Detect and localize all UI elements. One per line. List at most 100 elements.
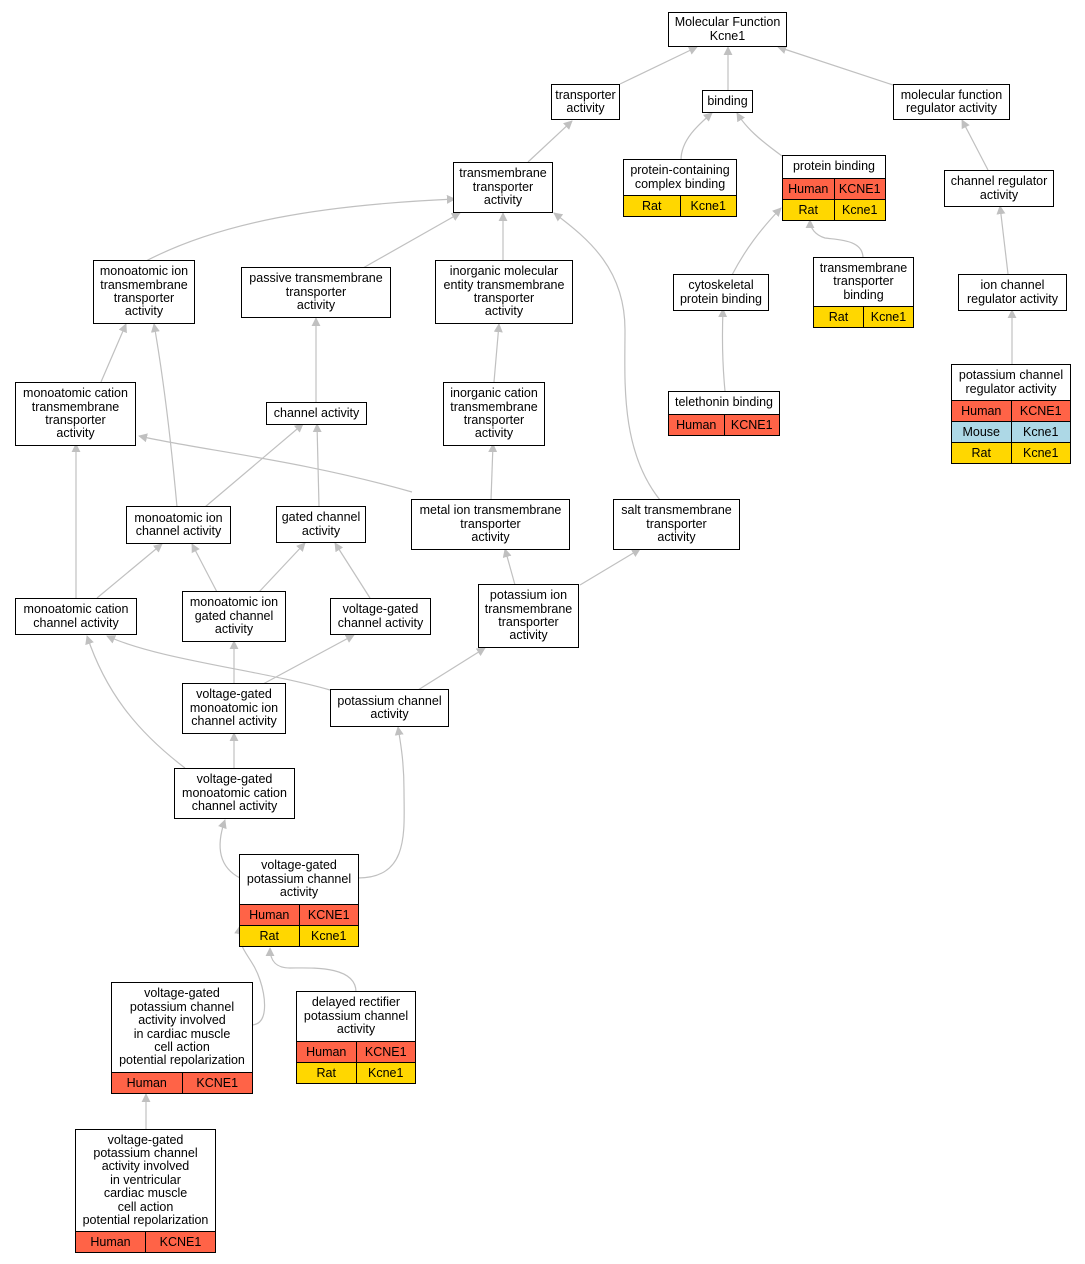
edge-kch-monocatch	[106, 635, 331, 691]
node-label: telethonin binding	[675, 395, 773, 410]
species-row-rat: Rat Kcne1	[814, 306, 913, 327]
node-label: protein binding	[792, 159, 875, 174]
edge-mfreg-mf	[777, 45, 894, 86]
gene-name: KCNE1	[723, 415, 780, 435]
edge-vgmono-vg	[262, 634, 355, 685]
node-voltage-gated-potassium-channel-activity-cardiac[interactable]: voltage-gated potassium channel activity…	[111, 982, 253, 1094]
node-label: potassium ion transmembrane transporter …	[484, 588, 573, 643]
edge-vgk-vgmonocat	[218, 819, 241, 879]
edge-delayed-vgk	[265, 947, 357, 993]
node-cytoskeletal-protein-binding[interactable]: cytoskeletal protein binding	[673, 274, 769, 311]
edge-monocatch-monoch	[96, 543, 163, 599]
edge-monoch-channel	[204, 423, 304, 508]
gene-name: Kcne1	[863, 307, 913, 327]
edge-pb-binding	[736, 112, 783, 157]
species-name: Rat	[798, 203, 818, 217]
species-row-human: Human KCNE1	[783, 178, 885, 199]
edge-passive-tmta	[362, 212, 461, 269]
node-potassium-channel-activity[interactable]: potassium channel activity	[330, 689, 449, 727]
gene-name: Kcne1	[833, 200, 886, 220]
node-label: ion channel regulator activity	[966, 278, 1058, 306]
gene-name: Kcne1	[1010, 443, 1071, 463]
species-name: Rat	[259, 929, 279, 943]
node-label: channel activity	[273, 405, 360, 420]
node-monoatomic-ion-gated-channel-activity[interactable]: monoatomic ion gated channel activity	[182, 591, 286, 642]
gene-name: KCNE1	[298, 905, 359, 925]
gene-name: Kcne1	[1010, 422, 1071, 442]
edge-chreg-mfreg	[961, 119, 989, 171]
node-potassium-ion-transmembrane-transporter-activity[interactable]: potassium ion transmembrane transporter …	[478, 584, 579, 648]
node-label: potassium channel activity	[337, 693, 442, 721]
node-channel-activity[interactable]: channel activity	[266, 402, 367, 425]
node-label: voltage-gated potassium channel activity…	[82, 1132, 209, 1228]
node-voltage-gated-monoatomic-ion-channel-activity[interactable]: voltage-gated monoatomic ion channel act…	[182, 683, 286, 734]
species-row-rat: Rat Kcne1	[952, 442, 1070, 463]
node-transporter-activity[interactable]: transporter activity	[551, 84, 620, 120]
node-voltage-gated-potassium-channel-activity-ventricular[interactable]: voltage-gated potassium channel activity…	[75, 1129, 216, 1253]
edge-transporter-mf	[619, 46, 698, 85]
edge-monoch-monotta	[150, 323, 178, 508]
species-row-rat: Rat Kcne1	[240, 925, 358, 946]
node-label: monoatomic ion channel activity	[134, 510, 223, 538]
node-binding[interactable]: binding	[702, 90, 753, 113]
node-monoatomic-cation-channel-activity[interactable]: monoatomic cation channel activity	[15, 598, 137, 635]
node-inorganic-molecular-entity-transmembrane-transporter-activity[interactable]: inorganic molecular entity transmembrane…	[435, 260, 573, 324]
species-name: Human	[961, 404, 1002, 418]
node-inorganic-cation-transmembrane-transporter-activity[interactable]: inorganic cation transmembrane transport…	[443, 382, 545, 446]
species-name: Rat	[642, 199, 662, 213]
edge-teleth-cytopb	[718, 308, 728, 392]
species-name: Rat	[828, 310, 849, 324]
node-transmembrane-transporter-activity[interactable]: transmembrane transporter activity	[453, 162, 553, 213]
species-name: Human	[788, 182, 829, 196]
edge-salt-tmta	[553, 212, 661, 501]
edge-cytopb-pb	[731, 207, 782, 276]
node-metal-ion-transmembrane-transporter-activity[interactable]: metal ion transmembrane transporter acti…	[411, 499, 570, 550]
edge-vgk-kch	[357, 726, 405, 879]
node-label: voltage-gated potassium channel activity…	[119, 986, 245, 1068]
edge-tmtb-pb	[805, 219, 864, 259]
gene-name: KCNE1	[833, 179, 886, 199]
node-molecular-function-regulator-activity[interactable]: molecular function regulator activity	[893, 84, 1010, 120]
node-ion-channel-regulator-activity[interactable]: ion channel regulator activity	[958, 274, 1067, 311]
species-name: Rat	[316, 1066, 336, 1080]
gene-name: KCNE1	[181, 1073, 253, 1093]
node-monoatomic-ion-transmembrane-transporter-activity[interactable]: monoatomic ion transmembrane transporter…	[93, 260, 195, 324]
edge-monogated-gated	[258, 542, 306, 593]
node-label: voltage-gated potassium channel activity	[246, 858, 352, 900]
node-label: gated channel activity	[281, 510, 361, 538]
node-label: channel regulator activity	[950, 174, 1048, 202]
node-voltage-gated-potassium-channel-activity[interactable]: voltage-gated potassium channel activity…	[239, 854, 359, 947]
gene-name: Kcne1	[298, 926, 359, 946]
node-voltage-gated-channel-activity[interactable]: voltage-gated channel activity	[330, 598, 431, 635]
edge-vgmonocat-monocatch	[85, 635, 186, 769]
species-row-human: Human KCNE1	[112, 1072, 252, 1093]
node-delayed-rectifier-potassium-channel-activity[interactable]: delayed rectifier potassium channel acti…	[296, 991, 416, 1084]
node-label: salt transmembrane transporter activity	[621, 503, 732, 545]
species-name: Human	[126, 1076, 167, 1090]
node-monoatomic-cation-transmembrane-transporter-activity[interactable]: monoatomic cation transmembrane transpor…	[15, 382, 136, 446]
node-label: voltage-gated monoatomic ion channel act…	[189, 687, 279, 729]
node-molecular-function[interactable]: Molecular Function Kcne1	[668, 12, 787, 47]
edge-ionchreg-chreg	[996, 205, 1009, 275]
node-label: delayed rectifier potassium channel acti…	[303, 995, 409, 1037]
node-monoatomic-ion-channel-activity[interactable]: monoatomic ion channel activity	[126, 506, 231, 544]
edge-gated-channel	[312, 423, 322, 507]
node-salt-transmembrane-transporter-activity[interactable]: salt transmembrane transporter activity	[613, 499, 740, 550]
species-name: Rat	[971, 446, 991, 460]
node-passive-transmembrane-transporter-activity[interactable]: passive transmembrane transporter activi…	[241, 267, 391, 318]
node-label: inorganic molecular entity transmembrane…	[443, 264, 565, 319]
node-channel-regulator-activity[interactable]: channel regulator activity	[944, 170, 1054, 207]
node-label: binding	[707, 93, 748, 108]
node-label: metal ion transmembrane transporter acti…	[419, 503, 562, 545]
edge-ktta-metal	[502, 548, 516, 586]
node-gated-channel-activity[interactable]: gated channel activity	[276, 506, 366, 543]
node-voltage-gated-monoatomic-cation-channel-activity[interactable]: voltage-gated monoatomic cation channel …	[174, 768, 295, 819]
